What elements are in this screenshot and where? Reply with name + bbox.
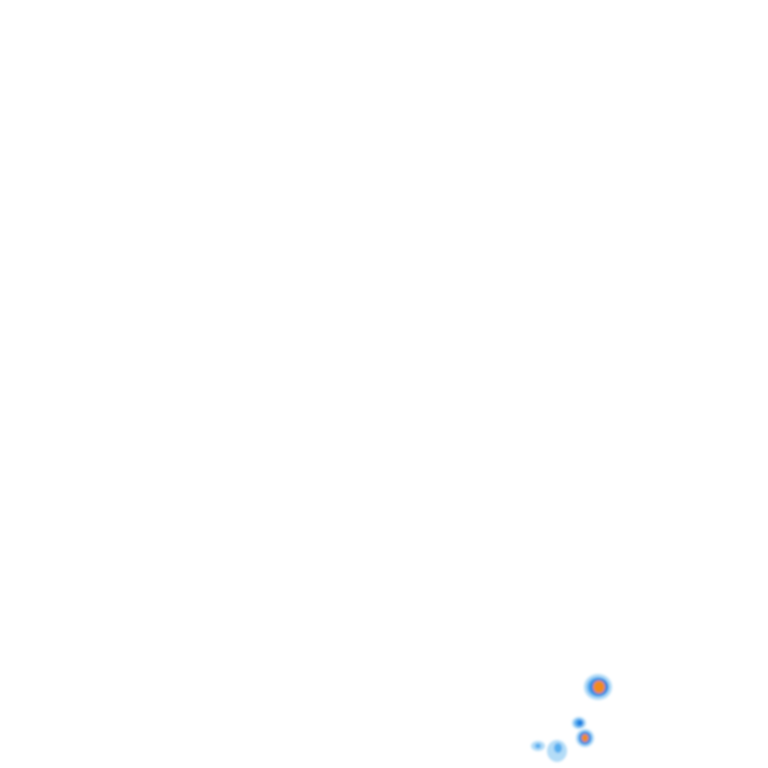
blob-mid bbox=[535, 743, 541, 749]
blob-faint-center bbox=[547, 740, 567, 762]
blob-faint-left bbox=[531, 741, 545, 751]
blob-hot bbox=[593, 680, 605, 694]
blob-mid bbox=[554, 743, 562, 753]
blob-hot bbox=[581, 734, 589, 742]
blob-large-orange bbox=[584, 674, 612, 700]
blob-core bbox=[577, 720, 583, 726]
blob-blue-spot bbox=[572, 717, 586, 729]
blob-small-orange bbox=[576, 729, 594, 747]
